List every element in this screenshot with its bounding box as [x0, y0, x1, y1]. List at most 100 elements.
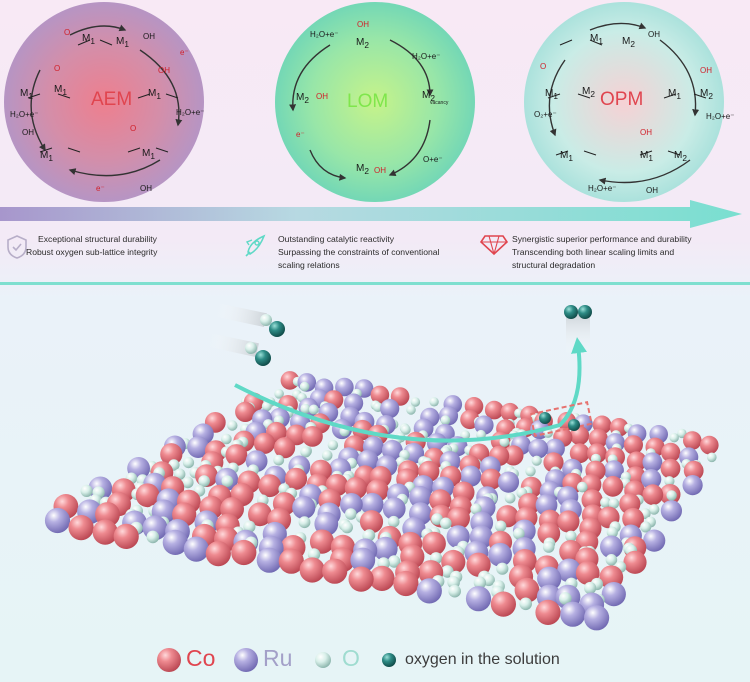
o-atom [327, 439, 339, 451]
co-legend-label: Co [186, 645, 216, 671]
co-atom [235, 401, 256, 422]
o-atom [410, 397, 421, 407]
co-atom [160, 443, 183, 466]
co-atom [248, 502, 272, 527]
reactivity-line3: scaling relations [278, 260, 340, 270]
aem-oh-bottom: OH [140, 184, 152, 193]
o-atom [669, 433, 679, 443]
co-atom [683, 460, 704, 481]
o-atom [584, 581, 597, 595]
o-atom [519, 597, 532, 611]
co-atom [514, 577, 540, 603]
o-atom [388, 555, 401, 568]
o-atom [273, 454, 285, 466]
o-atom [473, 576, 487, 589]
co-atom [113, 523, 139, 550]
co-atom [543, 452, 564, 473]
synergy-line2: Transcending both linear scaling limits … [512, 247, 675, 257]
reactivity-properties: Outstanding catalytic reactivity Surpass… [278, 233, 439, 272]
o-atom [321, 450, 333, 461]
o-atom [513, 527, 525, 540]
o-atom [559, 592, 572, 605]
o-atom [648, 504, 660, 515]
o-atom [496, 562, 509, 575]
ru-atom [528, 438, 549, 459]
co-atom [683, 431, 702, 450]
opm-oh-bottom: OH [640, 128, 652, 137]
o-atom [677, 428, 687, 439]
ru-atom [373, 536, 398, 562]
aem-metal-top: M1 [82, 33, 95, 46]
ru-atom [557, 558, 581, 583]
lom-h2o-top: H₂O+e⁻ [310, 30, 339, 39]
opm-o2: O₂+e⁻ [534, 110, 557, 119]
o-atom [600, 497, 611, 508]
co-atom [359, 510, 384, 534]
reaction-path-arrow [234, 337, 587, 443]
o-atom [387, 515, 400, 528]
ru-atom [403, 442, 425, 464]
incoming-oxygen [207, 302, 285, 366]
o-atom [666, 490, 677, 501]
opm-metal-bottom-mid: M1 [640, 150, 653, 163]
co-atom [309, 529, 335, 554]
lom-e-left: e⁻ [296, 130, 305, 139]
o-atom [448, 584, 462, 598]
ru-atom [497, 471, 520, 493]
opm-label: OPM [600, 89, 644, 110]
o-atom [707, 452, 717, 463]
o-atom [429, 397, 439, 407]
lom-oh-bottom: OH [374, 166, 386, 175]
ru-atom [380, 399, 400, 419]
durability-properties: Exceptional structural durability Robust… [26, 233, 157, 259]
opm-metal-top: M1 [590, 33, 603, 46]
solution-oxygen-legend-swatch [382, 653, 396, 667]
o-atom [227, 420, 238, 431]
ru-atom [488, 542, 512, 567]
o-atom [525, 466, 536, 477]
ru-atom [601, 582, 626, 607]
o-atom [565, 530, 577, 542]
opm-oo: O [540, 62, 547, 71]
o-atom [345, 508, 357, 520]
co-atom [253, 432, 276, 454]
co-atom [278, 548, 304, 574]
active-site-highlight [529, 401, 593, 437]
ru-atom [682, 475, 703, 496]
ru-atom [409, 485, 432, 509]
opm-metal-right2: M2 [700, 88, 713, 101]
aem-oh-right: OH [158, 66, 170, 75]
co-atom [588, 428, 608, 448]
solution-oxygen-legend-label: oxygen in the solution [405, 651, 560, 668]
aem-label: AEM [91, 89, 133, 110]
co-atom [322, 558, 348, 584]
co-atom [537, 522, 561, 545]
aem-metal-left: M1 [20, 88, 33, 101]
aem-h2o-right: H₂O+e⁻ [176, 108, 205, 117]
ru-atom [183, 536, 209, 562]
o-atom [80, 484, 93, 497]
ru-atom [660, 500, 683, 522]
co-atom [700, 435, 719, 455]
co-atom [535, 599, 561, 626]
co-atom [602, 475, 624, 497]
lom-oh-top: OH [357, 20, 369, 29]
o-atom [400, 424, 411, 435]
ru-atom [584, 605, 610, 631]
co-atom [422, 531, 446, 556]
rocket-icon [245, 234, 266, 257]
co-atom [135, 483, 160, 508]
o-atom [146, 530, 160, 544]
ru-atom [643, 529, 666, 552]
ru-atom [256, 547, 282, 573]
opm-metal-left2: M2 [582, 86, 595, 99]
opm-oh-right: OH [700, 66, 712, 75]
o-atom [440, 517, 452, 530]
lom-metal-top: M2 [356, 37, 369, 50]
aem-oh-left: OH [22, 128, 34, 137]
lom-oh-left: OH [316, 92, 328, 101]
o-atom [499, 436, 510, 447]
co-atom [480, 468, 502, 490]
aem-metal-right: M1 [148, 88, 161, 101]
o-atom [664, 476, 675, 487]
